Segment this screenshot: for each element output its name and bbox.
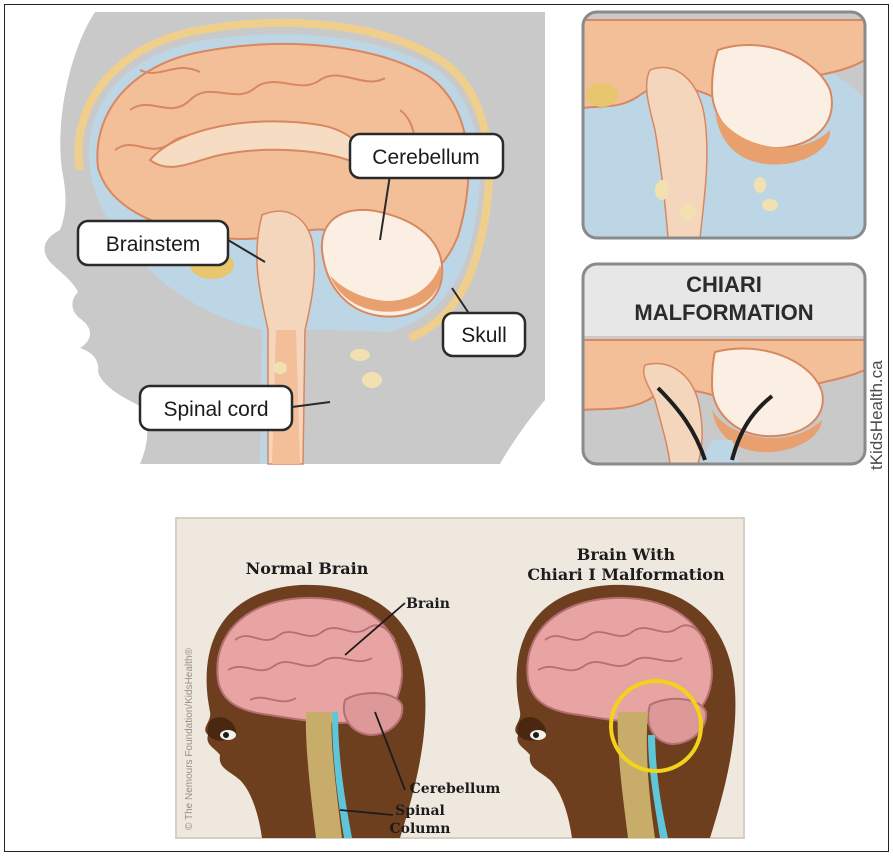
chiari-title-line2: MALFORMATION xyxy=(634,300,813,325)
callout-brainstem: Brainstem xyxy=(78,221,228,265)
label-brainstem: Brainstem xyxy=(106,233,201,256)
normal-zoom-panel xyxy=(583,12,865,238)
label-brain: Brain xyxy=(406,596,450,612)
normal-brain-heading: Normal Brain xyxy=(246,559,369,578)
chiari-heading-line2: Chiari I Malformation xyxy=(527,565,725,584)
callout-cerebellum: Cerebellum xyxy=(350,134,503,178)
vertebra-3 xyxy=(273,362,287,374)
chiari-title-line1: CHIARI xyxy=(686,272,762,297)
label-spinal-line1: Spinal xyxy=(395,803,445,819)
kidshealth-watermark: tKidsHealth.ca xyxy=(867,360,886,470)
chiari-panel: CHIARI MALFORMATION xyxy=(583,264,865,464)
label-spinal-line2: Column xyxy=(390,821,451,837)
callout-spinal-cord: Spinal cord xyxy=(140,386,292,430)
label-cerebellum-bottom: Cerebellum xyxy=(410,781,501,797)
label-skull: Skull xyxy=(461,324,507,347)
vertebra-2 xyxy=(362,372,382,388)
label-cerebellum: Cerebellum xyxy=(372,146,479,169)
vertebra-1 xyxy=(350,349,370,361)
copyright-notice: © The Nemours Foundation/KidsHealth® xyxy=(184,648,195,830)
label-spinal-cord: Spinal cord xyxy=(163,398,268,421)
chiari-heading-line1: Brain With xyxy=(577,545,676,564)
callout-skull: Skull xyxy=(443,313,525,356)
comparison-illustration: Normal Brain Brain With Chiari I Malform… xyxy=(176,518,744,838)
